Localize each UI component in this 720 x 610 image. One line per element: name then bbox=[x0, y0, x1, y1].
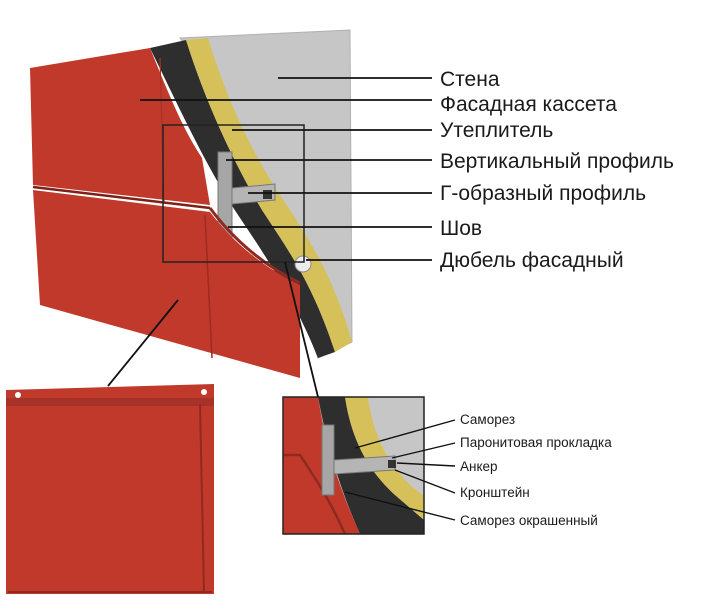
flat-cassette bbox=[6, 384, 214, 594]
mount-hole-right bbox=[201, 389, 207, 395]
connector-to-detail bbox=[284, 261, 319, 398]
detail-inset bbox=[282, 396, 425, 535]
label-vertical-profile: Вертикальный профиль bbox=[440, 150, 674, 173]
vertical-fold bbox=[204, 214, 213, 359]
label-wall: Стена bbox=[440, 68, 500, 91]
label-self-tapping-screw: Саморез bbox=[460, 412, 515, 427]
detail-leader-lines bbox=[344, 419, 456, 521]
label-l-profile: Г-образный профиль bbox=[440, 182, 646, 205]
l-profile-bolt bbox=[263, 190, 272, 199]
facade-main-illustration bbox=[30, 29, 353, 378]
mount-hole-left bbox=[15, 392, 21, 398]
connector-to-flat-panel bbox=[107, 299, 179, 387]
label-bracket: Кронштейн bbox=[460, 485, 530, 500]
detail-labels: Саморез Паронитовая прокладка Анкер Крон… bbox=[460, 412, 612, 528]
label-painted-screw: Саморез окрашенный bbox=[460, 513, 598, 528]
label-facade-cassette: Фасадная кассета bbox=[440, 93, 617, 116]
upper-cassette bbox=[30, 48, 210, 205]
label-paronite-gasket: Паронитовая прокладка bbox=[460, 435, 612, 450]
seam-line bbox=[32, 185, 211, 210]
label-anchor: Анкер bbox=[460, 459, 498, 474]
label-insulation: Утеплитель bbox=[440, 119, 553, 142]
main-labels: Стена Фасадная кассета Утеплитель Вертик… bbox=[440, 68, 674, 272]
panel-edge bbox=[208, 207, 301, 285]
facade-dowel bbox=[294, 255, 312, 273]
label-facade-dowel: Дюбель фасадный bbox=[440, 249, 624, 272]
main-leader-lines bbox=[140, 77, 432, 261]
label-seam: Шов bbox=[440, 217, 482, 240]
lower-cassette bbox=[33, 190, 300, 378]
